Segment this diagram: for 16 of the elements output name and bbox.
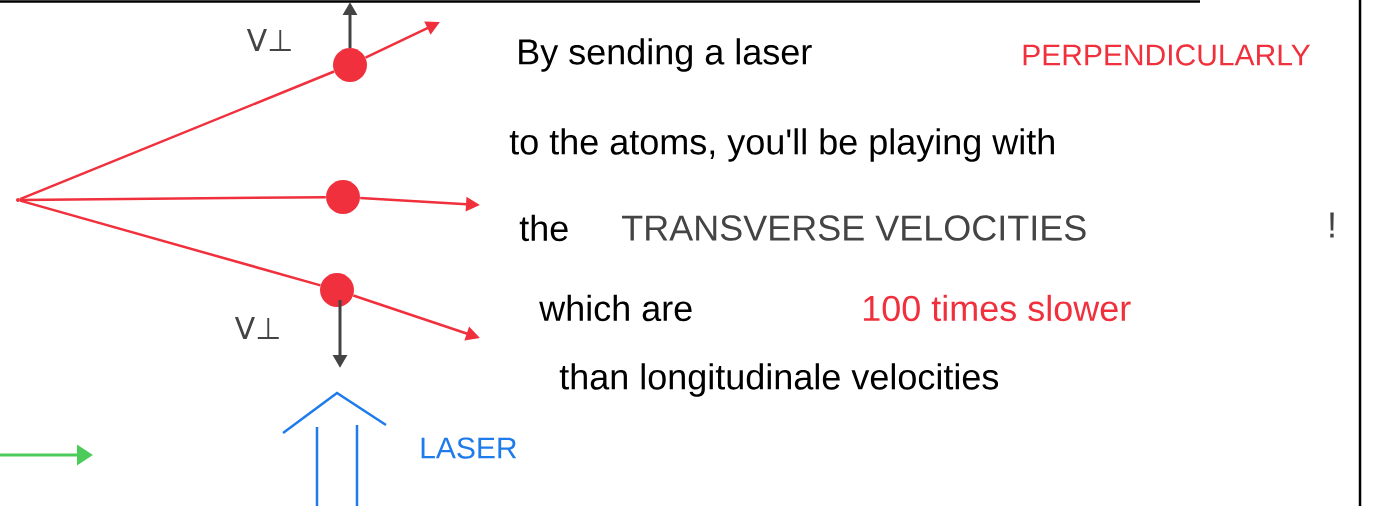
atom-dot <box>326 180 360 214</box>
text-label: LASER <box>421 437 517 459</box>
source-point <box>16 198 20 202</box>
text-label: By sending a laser <box>519 38 812 72</box>
text-label: than longitudinale velocities <box>559 363 999 397</box>
text-label: TRANSVERSE VELOCITIES <box>622 215 1086 241</box>
text-label: the <box>519 214 568 242</box>
text-label: which are <box>539 294 692 322</box>
text-label: to the atoms, you'll be playing with <box>509 128 1054 162</box>
text-label: ! <box>1330 212 1334 238</box>
text-label: V⊥ <box>246 29 291 51</box>
text-label: 100 times slower <box>863 294 1131 322</box>
text-label: PERPENDICULARLY <box>1023 44 1311 66</box>
atom-dot <box>320 273 354 307</box>
atom-dot <box>333 48 367 82</box>
text-label: V⊥ <box>234 317 279 339</box>
